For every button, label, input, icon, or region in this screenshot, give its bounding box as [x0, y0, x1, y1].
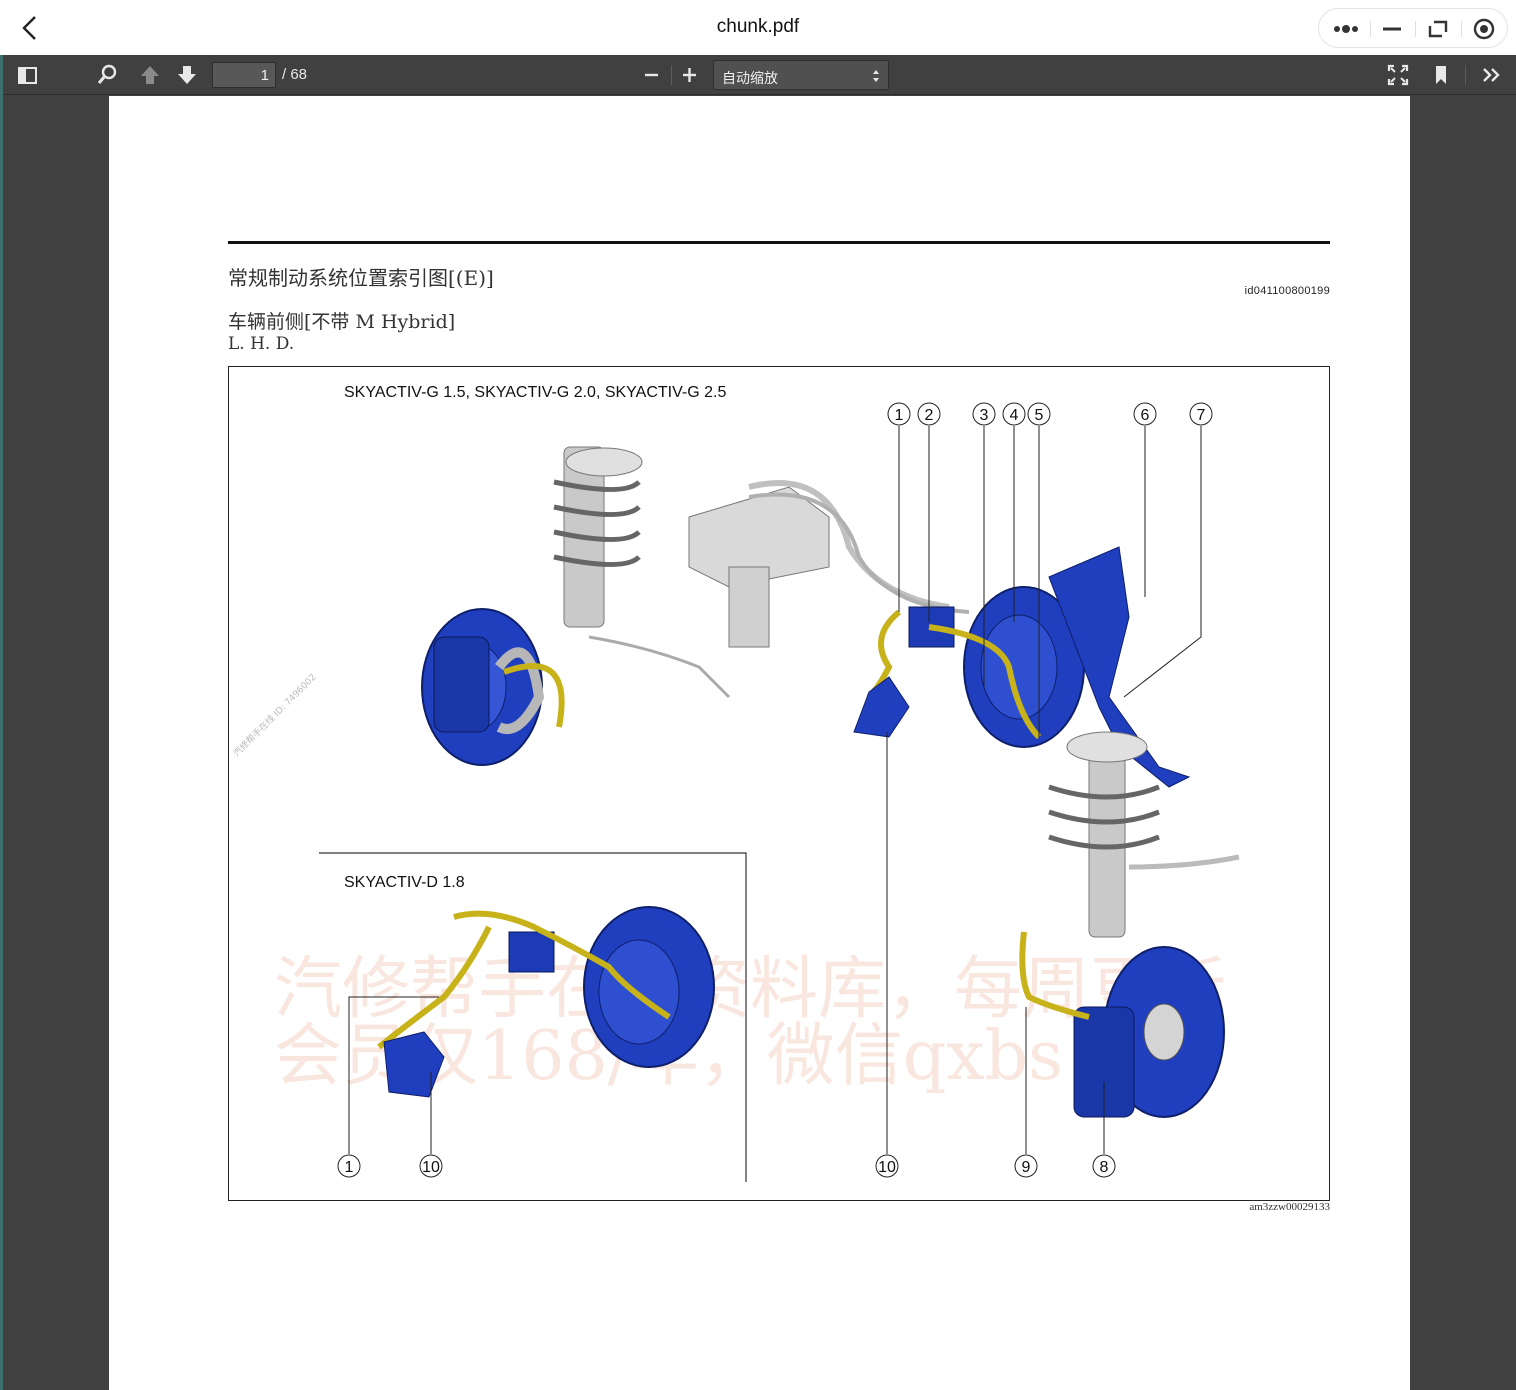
more-dots-icon — [1334, 25, 1358, 33]
bookmark-button[interactable] — [1425, 59, 1457, 91]
callout-2: 2 — [925, 407, 934, 424]
record-icon — [1473, 18, 1495, 40]
document-title: 常规制动系统位置索引图[(E)] — [228, 266, 494, 290]
zoom-in-button[interactable] — [674, 59, 706, 91]
select-arrows-icon — [873, 70, 879, 82]
restore-button[interactable] — [1415, 9, 1461, 49]
fullscreen-icon — [1387, 64, 1409, 86]
window-titlebar: chunk.pdf — [0, 0, 1516, 55]
watermark-line-1: 汽修帮手在线资料库，每周更新 — [274, 950, 1226, 1029]
search-icon — [97, 64, 117, 84]
callout-6: 6 — [1141, 407, 1150, 424]
capsule-divider — [1461, 21, 1462, 37]
restore-icon — [1428, 20, 1448, 38]
callout-9: 9 — [1022, 1159, 1031, 1176]
chevron-left-icon — [22, 16, 36, 40]
toolbar-divider — [1465, 65, 1466, 85]
callout-8: 8 — [1100, 1159, 1109, 1176]
next-page-button[interactable] — [171, 59, 203, 91]
page-number-input[interactable]: 1 — [212, 62, 276, 88]
callout-leaders — [348, 426, 1202, 1154]
header-rule — [228, 241, 1330, 244]
zoom-select-value: 自动缩放 — [722, 71, 778, 87]
inset-callout-10: 10 — [422, 1159, 440, 1176]
sidebar-toggle-icon — [18, 67, 37, 84]
toolbar-divider — [671, 65, 672, 85]
main-variant-label: SKYACTIV-G 1.5, SKYACTIV-G 2.0, SKYACTIV… — [344, 384, 726, 401]
page-down-icon — [178, 66, 196, 84]
inset-callout-1: 1 — [345, 1159, 354, 1176]
zoom-out-button[interactable] — [636, 59, 668, 91]
capsule-divider — [1415, 21, 1416, 37]
window-edge — [0, 55, 3, 1390]
window-title: chunk.pdf — [716, 16, 800, 37]
more-button[interactable] — [1323, 9, 1369, 49]
minimize-icon — [1383, 27, 1401, 31]
minimize-button[interactable] — [1369, 9, 1415, 49]
callout-3: 3 — [980, 407, 989, 424]
bookmark-icon — [1436, 66, 1446, 84]
left-strut-assembly — [421, 446, 731, 766]
zoom-select[interactable]: 自动缩放 — [713, 60, 889, 90]
more-tools-icon — [1483, 68, 1500, 82]
callout-10: 10 — [878, 1159, 896, 1176]
pdf-page: 常规制动系统位置索引图[(E)] id041100800199 车辆前侧[不带 … — [109, 96, 1410, 1390]
callout-5: 5 — [1035, 407, 1044, 424]
window-controls — [1318, 8, 1508, 48]
search-button[interactable] — [91, 59, 123, 91]
figure-id: am3zzw00029133 — [1249, 1201, 1330, 1213]
watermark-small: 汽修帮手在线 ID: 7496002 — [231, 671, 319, 759]
close-button[interactable] — [1461, 9, 1507, 49]
inset-frame — [319, 852, 747, 1182]
inset-booster-assembly — [377, 906, 715, 1098]
pdf-toolbar: 1 / 68 自动缩放 — [0, 55, 1516, 95]
capsule-divider — [1370, 21, 1371, 37]
callouts-top: 1 2 3 4 5 6 7 — [887, 402, 1213, 426]
back-button[interactable] — [14, 12, 46, 44]
figure-illustration: 汽修帮手在线资料库，每周更新 会员仅168/年，微信qxbs 汽修帮手在线 ID… — [231, 384, 1240, 1182]
page-count: / 68 — [282, 66, 308, 83]
presentation-mode-button[interactable] — [1382, 59, 1414, 91]
brake-booster-assembly — [853, 546, 1191, 788]
secondary-toolbar-button[interactable] — [1476, 59, 1508, 91]
zoom-in-icon — [683, 68, 696, 82]
document-id: id041100800199 — [1244, 285, 1330, 297]
document-subtitle: 车辆前侧[不带 M Hybrid] — [228, 311, 456, 333]
drive-variant: L. H. D. — [228, 334, 295, 354]
page-up-icon — [141, 66, 159, 84]
brake-location-figure: 汽修帮手在线资料库，每周更新 会员仅168/年，微信qxbs 汽修帮手在线 ID… — [228, 366, 1330, 1201]
callout-1: 1 — [895, 407, 904, 424]
callouts-bottom: 10 9 8 1 10 — [337, 1154, 1116, 1178]
callout-4: 4 — [1010, 407, 1019, 424]
inset-variant-label: SKYACTIV-D 1.8 — [344, 874, 465, 891]
sidebar-toggle-button[interactable] — [11, 59, 43, 91]
abs-hydraulic-unit — [688, 480, 970, 648]
previous-page-button[interactable] — [134, 59, 166, 91]
zoom-out-icon — [645, 73, 658, 77]
callout-7: 7 — [1197, 407, 1206, 424]
right-strut-assembly — [1019, 731, 1240, 1118]
